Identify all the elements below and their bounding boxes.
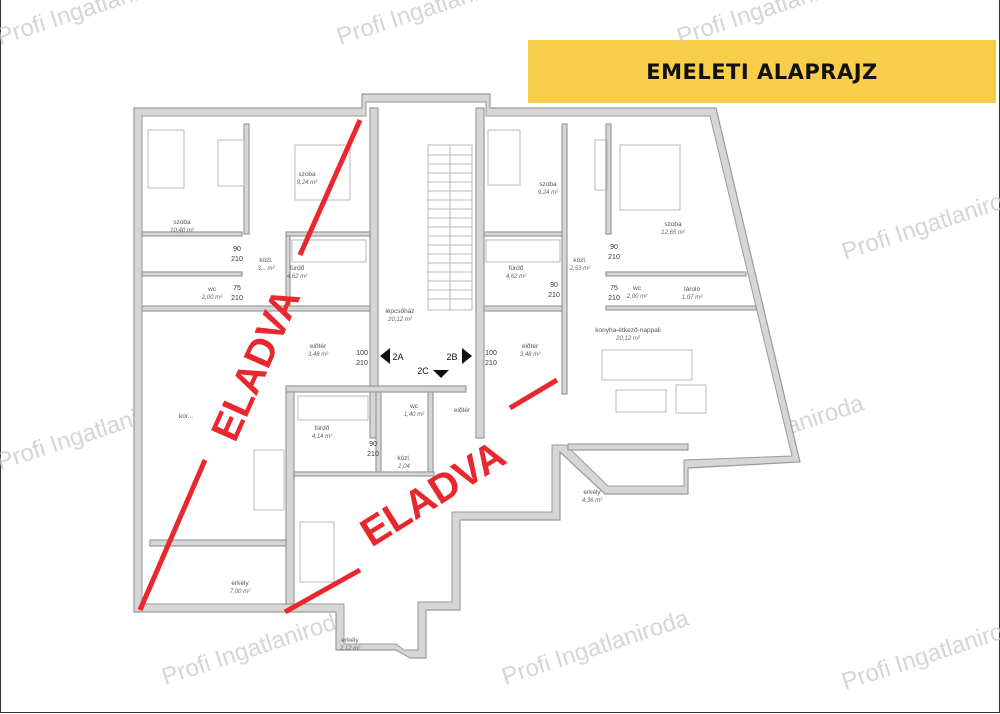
- interior-walls: [141, 107, 757, 605]
- watermark: Profi Ingatlaniroda: [159, 605, 353, 691]
- room-area: 20,12 m²: [387, 317, 413, 323]
- room-labels: szoba 10,40 m² szoba 9,24 m² közl. 3,.. …: [170, 171, 703, 652]
- room-name: wc: [207, 286, 217, 293]
- room-area: 3,48 m²: [520, 352, 541, 358]
- room-area: 9,24 m²: [297, 180, 318, 186]
- room-name: konyha-étkező-nappali: [595, 327, 660, 334]
- title-banner: EMELETI ALAPRAJZ: [528, 40, 996, 103]
- room-area: 9,24 m²: [538, 190, 559, 196]
- door-height: 210: [356, 360, 368, 367]
- room-area: 2,04: [397, 464, 410, 470]
- watermark: Profi Ingatlaniroda: [674, 0, 868, 51]
- room-area: 4,62 m²: [287, 274, 308, 280]
- room-area: 1,40 m²: [404, 412, 425, 418]
- arrow-left-icon: [380, 348, 390, 364]
- room-area: 12,65 m²: [661, 230, 686, 236]
- room-area: 2,12 m²: [339, 646, 361, 652]
- arrow-down-icon: [433, 370, 449, 378]
- room-area: 3,48 m²: [308, 352, 329, 358]
- room-name: előtér: [522, 343, 539, 350]
- watermark: Profi Ingatlaniroda: [0, 0, 188, 51]
- entrance-2a: 2A: [392, 352, 403, 362]
- watermark: Profi Ingatlaniroda: [499, 605, 693, 691]
- room-name: kor...: [179, 413, 193, 420]
- door-height: 210: [231, 295, 243, 302]
- door-width: 75: [233, 285, 241, 292]
- room-area: 1,07 m²: [682, 295, 703, 301]
- room-area: 2,00 m²: [626, 294, 648, 300]
- door-dimensions: 90 210 75 210 100 210 100 210 90 210 90 …: [231, 244, 620, 458]
- door-width: 100: [356, 350, 368, 357]
- door-height: 210: [608, 295, 620, 302]
- room-name: lépcsőház: [385, 308, 414, 315]
- room-name: erkély: [231, 580, 249, 587]
- room-name: wc: [409, 403, 419, 410]
- sold-line: [283, 567, 362, 615]
- room-name: közl.: [259, 257, 273, 264]
- room-name: wc: [632, 285, 642, 292]
- watermark: Profi Ingatlaniroda: [839, 610, 1000, 696]
- room-name: szoba: [539, 181, 557, 188]
- door-height: 210: [608, 254, 620, 261]
- door-width: 90: [233, 246, 241, 253]
- room-area: 10,40 m²: [170, 228, 195, 234]
- door-width: 100: [485, 350, 497, 357]
- room-area: 4,36 m²: [582, 498, 603, 504]
- room-name: szoba: [664, 221, 682, 228]
- room-name: fürdő: [290, 265, 305, 272]
- room-name: előtér: [310, 343, 327, 350]
- room-area: 4,14 m²: [312, 434, 333, 440]
- room-name: erkély: [341, 637, 359, 644]
- furniture: [147, 129, 707, 583]
- room-name: szoba: [298, 171, 316, 178]
- door-width: 90: [610, 244, 618, 251]
- door-height: 210: [548, 292, 560, 299]
- door-height: 210: [367, 451, 379, 458]
- room-name: fürdő: [315, 425, 330, 432]
- room-area: 4,62 m²: [506, 274, 527, 280]
- door-width: 90: [369, 441, 377, 448]
- room-area: 2,53 m²: [569, 266, 591, 272]
- room-name: szoba: [173, 219, 191, 226]
- room-name: közl.: [397, 455, 411, 462]
- room-area: 3,.. m²: [257, 266, 275, 272]
- room-area: 20,12 m²: [615, 336, 641, 342]
- room-name: erkély: [583, 489, 601, 496]
- door-height: 210: [485, 360, 497, 367]
- door-width: 75: [610, 285, 618, 292]
- title: EMELETI ALAPRAJZ: [646, 59, 878, 84]
- door-width: 90: [550, 282, 558, 289]
- staircase: [427, 144, 473, 311]
- watermark: Profi Ingatlaniroda: [839, 180, 1000, 266]
- sold-line: [297, 118, 363, 257]
- entrance-markers: 2A 2B 2C: [380, 348, 472, 378]
- watermark: Profi Ingatlaniroda: [334, 0, 528, 51]
- room-area: 7,00 m²: [230, 589, 251, 595]
- room-name: közl.: [573, 257, 587, 264]
- room-name: tároló: [684, 286, 701, 293]
- sold-line: [137, 459, 208, 611]
- entrance-2c: 2C: [417, 366, 429, 376]
- entrance-2b: 2B: [446, 352, 457, 362]
- room-area: 2,00 m²: [201, 295, 223, 301]
- room-name: fürdő: [509, 265, 524, 272]
- room-name: előtér: [454, 407, 471, 414]
- door-height: 210: [231, 256, 243, 263]
- arrow-right-icon: [462, 348, 472, 364]
- sold-line: [508, 377, 559, 411]
